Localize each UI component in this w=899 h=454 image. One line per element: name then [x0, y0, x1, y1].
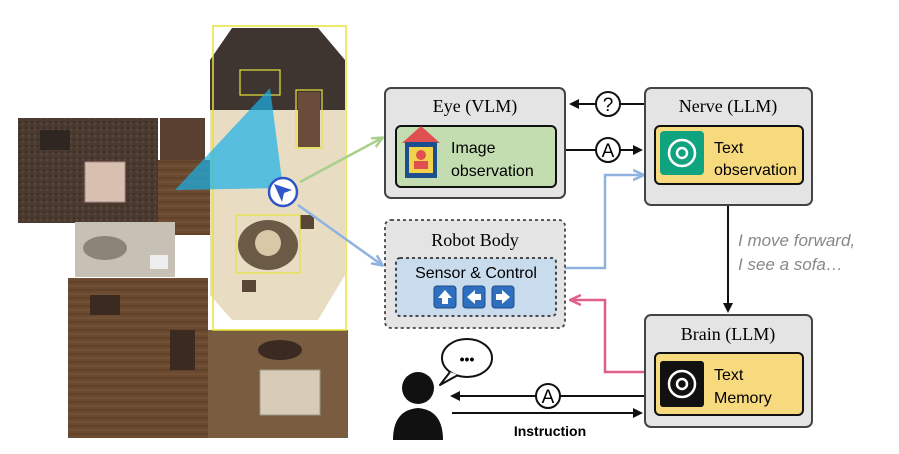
living-room-top-dark: [210, 28, 345, 110]
brain-title: Brain (LLM): [681, 324, 775, 345]
answer-symbol-user: A: [535, 383, 561, 409]
bed-lower-right: [259, 369, 321, 416]
instruction-label: Instruction: [514, 423, 586, 439]
eye-inner-line2: observation: [451, 163, 534, 180]
arrow-up-icon: [433, 285, 457, 309]
eye-vlm-box: Eye (VLM) Image observation: [384, 87, 566, 199]
lower-left-furniture: [90, 295, 120, 315]
yellow-detection-3: [235, 214, 301, 274]
sensor-control-label: Sensor & Control: [415, 265, 537, 282]
yellow-detection-1: [239, 69, 281, 96]
nerve-note-line1: I move forward,: [738, 231, 855, 250]
brain-llm-box: Brain (LLM) Text Memory: [644, 314, 813, 428]
bathtub: [83, 236, 127, 260]
svg-text:?: ?: [603, 95, 614, 116]
sofa-right: [298, 92, 320, 147]
yellow-bounds: [212, 25, 347, 331]
robot-heading-icon: [274, 184, 292, 202]
round-table: [255, 230, 281, 256]
lower-left-furniture-2: [170, 330, 195, 370]
chair-2: [300, 215, 314, 229]
arrow-left-icon: [462, 285, 486, 309]
rug-lower-right: [258, 340, 302, 360]
bedroom-left-furniture: [40, 130, 70, 150]
svg-text:•••: •••: [460, 351, 475, 367]
brain-to-robot-arrow: [571, 300, 645, 374]
answer-symbol-eye: A: [595, 137, 621, 163]
map-to-eye-arrow: [299, 138, 382, 184]
robot-to-nerve-arrow: [565, 175, 643, 270]
robot-title: Robot Body: [431, 230, 519, 250]
eye-inner-line1: Image: [451, 140, 496, 157]
nerve-llm-box: Nerve (LLM) Text observation: [644, 87, 813, 206]
chair-1: [242, 280, 256, 292]
eye-title: Eye (VLM): [433, 96, 517, 117]
arrow-right-icon: [491, 285, 515, 309]
closet-room: [160, 118, 205, 163]
floor-plan-map: [18, 25, 348, 438]
speech-bubble-icon: •••: [439, 338, 493, 386]
user-icon: [393, 372, 443, 440]
brain-inner-line2: Memory: [714, 390, 772, 407]
field-of-view: [175, 88, 283, 190]
openai-icon: [660, 131, 704, 175]
nerve-note-line2: I see a sofa…: [738, 255, 843, 274]
svg-text:A: A: [602, 141, 615, 162]
openai-icon: [660, 361, 704, 407]
bed-left: [84, 161, 126, 203]
map-to-robot-arrow: [297, 203, 382, 265]
nerve-inner-line2: observation: [714, 162, 797, 179]
nerve-title: Nerve (LLM): [679, 96, 777, 117]
brain-inner-line1: Text: [714, 367, 744, 384]
robot-body-box: Robot Body Sensor & Control: [384, 219, 566, 329]
yellow-detection-2: [295, 89, 323, 149]
query-symbol: ?: [595, 91, 621, 117]
house-icon: [402, 126, 440, 178]
nerve-inner-line1: Text: [714, 140, 744, 157]
svg-text:A: A: [542, 387, 555, 408]
sink: [150, 255, 168, 269]
